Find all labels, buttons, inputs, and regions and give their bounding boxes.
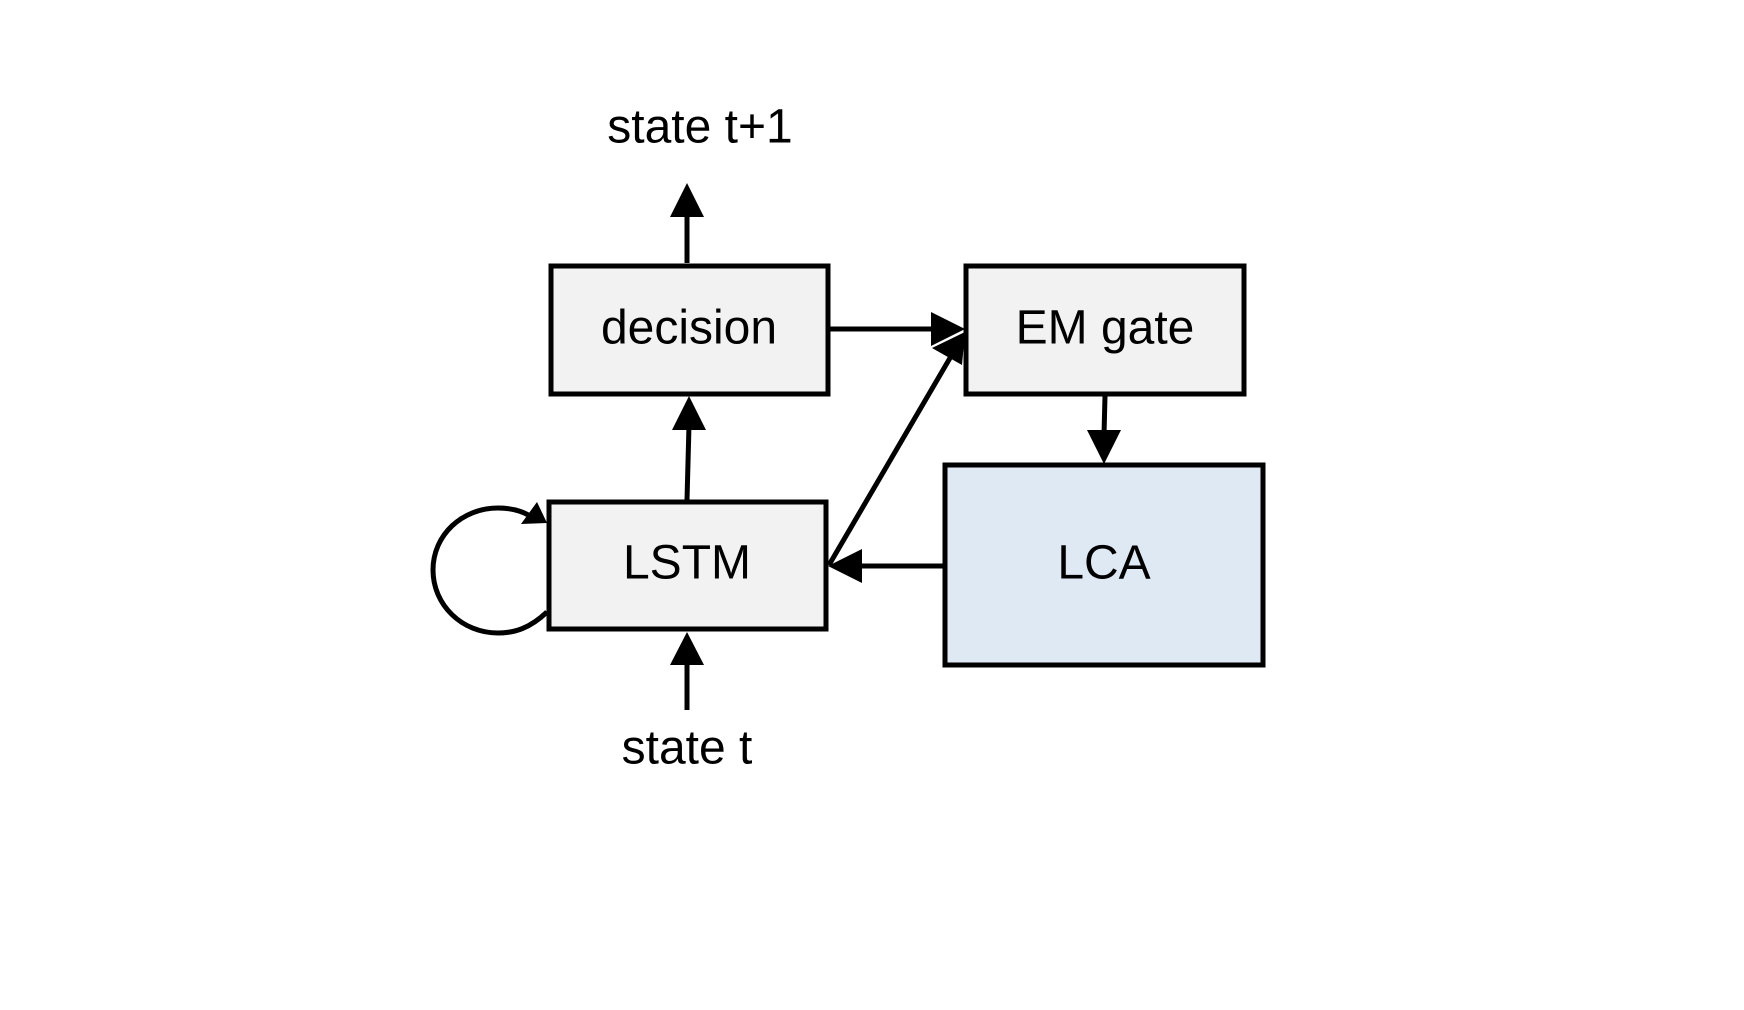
node-decision[interactable]: decision [548, 263, 831, 397]
node-decision-label: decision [601, 302, 777, 355]
edge-state-t-to-lstm [670, 632, 704, 710]
node-lca[interactable]: LCA [942, 462, 1266, 668]
node-em-gate[interactable]: EM gate [963, 263, 1247, 397]
edge-em-gate-to-lca [1087, 395, 1121, 464]
node-lstm[interactable]: LSTM [546, 499, 829, 632]
node-em-gate-label: EM gate [1016, 302, 1195, 355]
edge-lstm-to-decision [672, 396, 706, 501]
edge-lstm-self-loop [430, 502, 549, 636]
node-lstm-label: LSTM [623, 537, 751, 590]
input-state-label: state t [622, 722, 753, 775]
edge-decision-to-output [670, 183, 704, 263]
node-lca-label: LCA [1057, 537, 1150, 590]
edge-lca-to-lstm [828, 549, 944, 583]
edge-decision-to-em-gate [830, 312, 965, 346]
output-state-label: state t+1 [607, 101, 792, 154]
edge-lstm-to-em-gate [826, 332, 965, 567]
